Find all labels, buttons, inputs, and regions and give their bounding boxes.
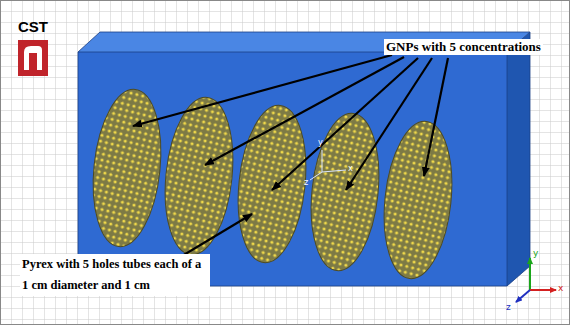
cst-logo-icon — [18, 40, 48, 76]
pyrex-block — [78, 32, 530, 286]
axis-triad — [516, 258, 556, 302]
axis-label: x — [348, 164, 353, 174]
callout-label: GNPs with 5 concentrations — [384, 39, 543, 55]
center-axes — [310, 150, 346, 180]
axis-label: z — [506, 302, 511, 313]
axis-label: x — [558, 283, 563, 294]
callout-label: Pyrex with 5 holes tubes each of a 1 cm … — [20, 254, 210, 296]
axis-label: z — [304, 178, 308, 188]
axis-label: y — [533, 248, 538, 259]
gnp-holes — [86, 86, 459, 282]
leader-arrows — [133, 55, 448, 262]
logo-text: CST — [18, 18, 48, 36]
axis-label: y — [318, 138, 323, 148]
